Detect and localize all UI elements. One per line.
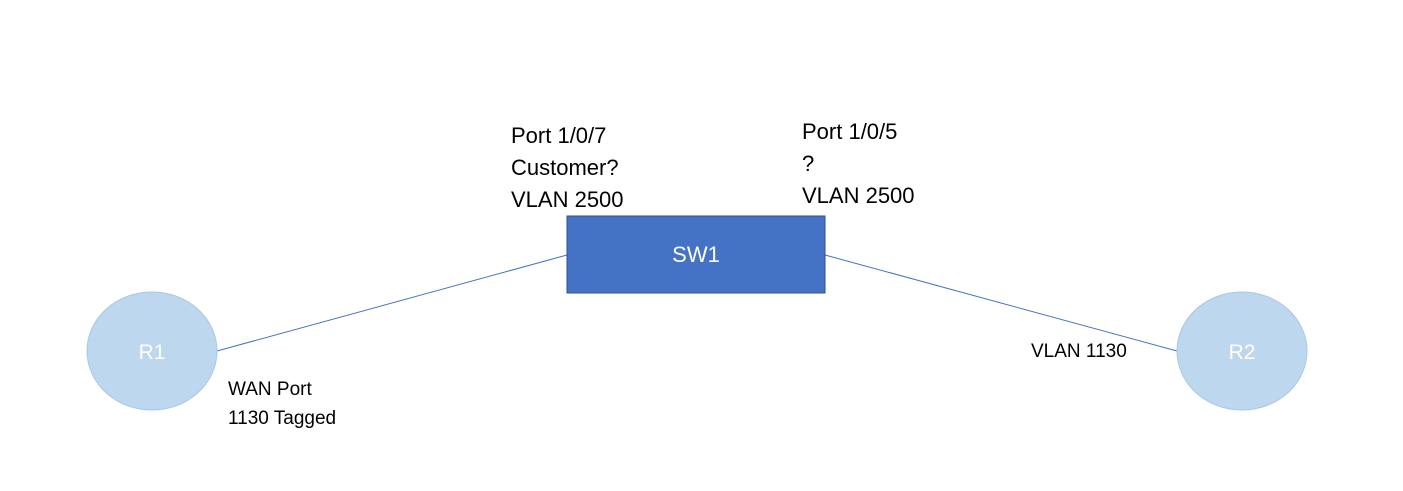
r2-vlan-label: VLAN 1130 — [1031, 341, 1127, 362]
r1-wan-port-label: WAN Port 1130 Tagged — [228, 375, 336, 433]
port-1-0-5-vlan: VLAN 2500 — [802, 183, 915, 208]
router-r2[interactable] — [1176, 291, 1308, 411]
router-r2-label: R2 — [1229, 341, 1256, 364]
switch-sw1[interactable] — [566, 215, 826, 294]
r1-wan-port-name: WAN Port — [228, 379, 312, 400]
port-1-0-7-role: Customer? — [511, 155, 619, 180]
port-1-0-5-role: ? — [802, 151, 815, 176]
router-r1[interactable] — [86, 291, 218, 411]
switch-sw1-label: SW1 — [672, 242, 720, 267]
link-sw1-r2 — [824, 254, 1178, 352]
port-1-0-7-vlan: VLAN 2500 — [511, 187, 624, 212]
r1-wan-port-vlan: 1130 Tagged — [228, 408, 337, 429]
router-r1-label: R1 — [139, 341, 166, 364]
port-1-0-7-name: Port 1/0/7 — [511, 123, 607, 148]
port-1-0-5-label: Port 1/0/5 ? VLAN 2500 — [802, 116, 915, 212]
port-1-0-7-label: Port 1/0/7 Customer? VLAN 2500 — [511, 120, 624, 216]
port-1-0-5-name: Port 1/0/5 — [802, 119, 898, 144]
link-r1-sw1 — [216, 254, 568, 352]
